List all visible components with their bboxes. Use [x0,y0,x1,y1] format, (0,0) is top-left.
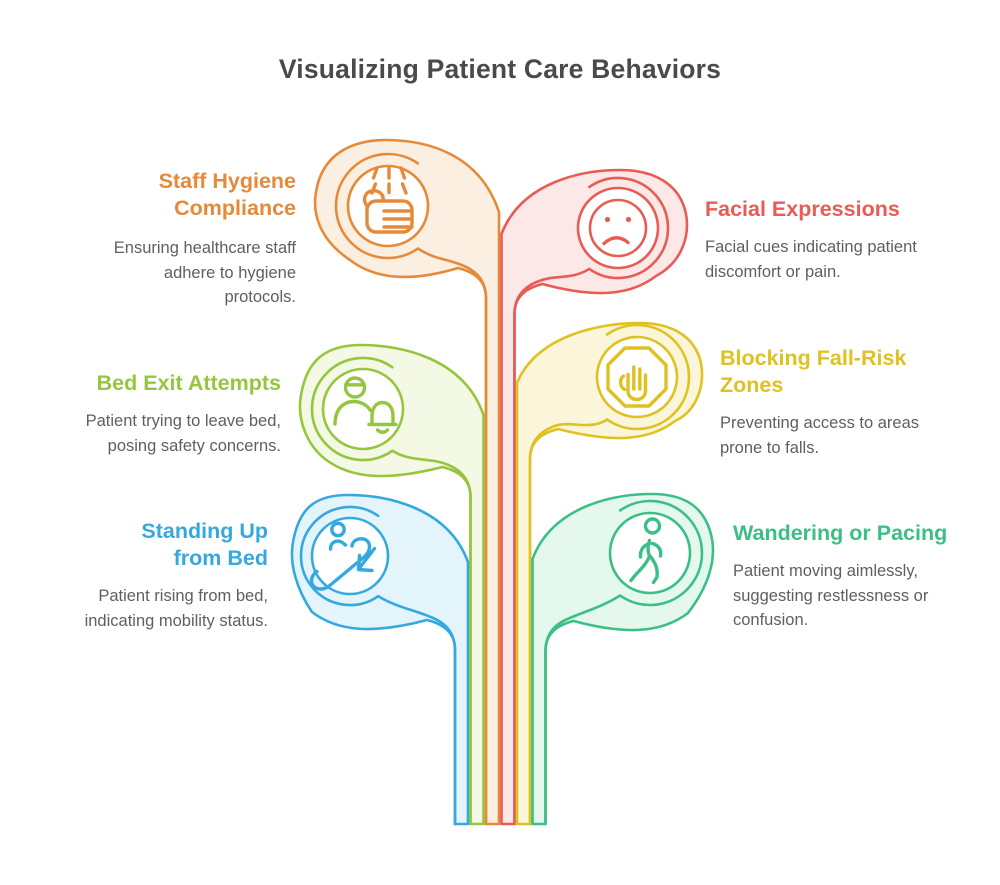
escalator-down-icon [309,521,377,591]
icon-circle [588,198,648,258]
item-description: Patient trying to leave bed, posing safe… [85,412,281,455]
page-title: Visualizing Patient Care Behaviors [278,54,722,84]
item-heading: Facial Expressions [705,197,900,221]
item-heading: Wandering or Pacing [733,521,948,545]
item-facial-expressions: Facial Expressions Facial cues indicatin… [705,196,945,284]
branch-staff-hygiene-compliance: g[data-name="branch-staff-hygiene-compli… [313,138,501,826]
item-heading: Bed Exit Attempts [96,371,281,395]
item-description: Facial cues indicating patient discomfor… [705,238,917,281]
walking-person-icon [629,517,663,585]
item-heading: Blocking Fall-Risk Zones [720,346,907,397]
branch-curl-line [528,323,691,826]
stop-hand-icon [606,346,668,408]
branch-bed-exit-attempts: g[data-name="branch-bed-exit-attempts"] … [298,343,485,826]
item-heading: Staff Hygiene Compliance [158,169,296,220]
item-description: Preventing access to areas prone to fall… [720,414,920,457]
branch-stem-blob [515,321,704,826]
branch-curl-line [513,176,670,826]
icon-circle [310,516,390,596]
item-staff-hygiene-compliance: Staff Hygiene Compliance Ensuring health… [66,168,296,310]
item-standing-up-from-bed: Standing Up from Bed Patient rising from… [48,518,268,633]
branch-curl-line [299,505,457,826]
person-bell-icon [333,376,398,434]
branch-facial-expressions: g[data-name="branch-facial-expressions"]… [500,168,689,826]
icon-circle [321,367,405,451]
branch-standing-up-from-bed: g[data-name="branch-standing-up-from-bed… [290,493,470,826]
branch-stem-blob [313,138,501,826]
branch-blocking-fall-risk-zones: g[data-name="branch-blocking-fall-risk-z… [515,321,704,826]
branch-curl-line [310,356,472,826]
branch-curl-line [544,499,704,826]
branch-wandering-or-pacing: g[data-name="branch-wandering-or-pacing"… [531,492,715,826]
item-description: Ensuring healthcare staff adhere to hygi… [113,239,296,306]
item-blocking-fall-risk-zones: Blocking Fall-Risk Zones Preventing acce… [720,345,935,460]
branch-curl-line [334,152,488,826]
item-wandering-or-pacing: Wandering or Pacing Patient moving aimle… [733,520,968,633]
item-description: Patient rising from bed, indicating mobi… [84,587,268,630]
sad-face-icon [602,216,632,246]
item-heading: Standing Up from Bed [141,519,268,570]
item-bed-exit-attempts: Bed Exit Attempts Patient trying to leav… [46,370,281,458]
handwash-icon [362,166,414,234]
branch-stem-blob [298,343,485,826]
item-description: Patient moving aimlessly, suggesting res… [733,562,929,629]
